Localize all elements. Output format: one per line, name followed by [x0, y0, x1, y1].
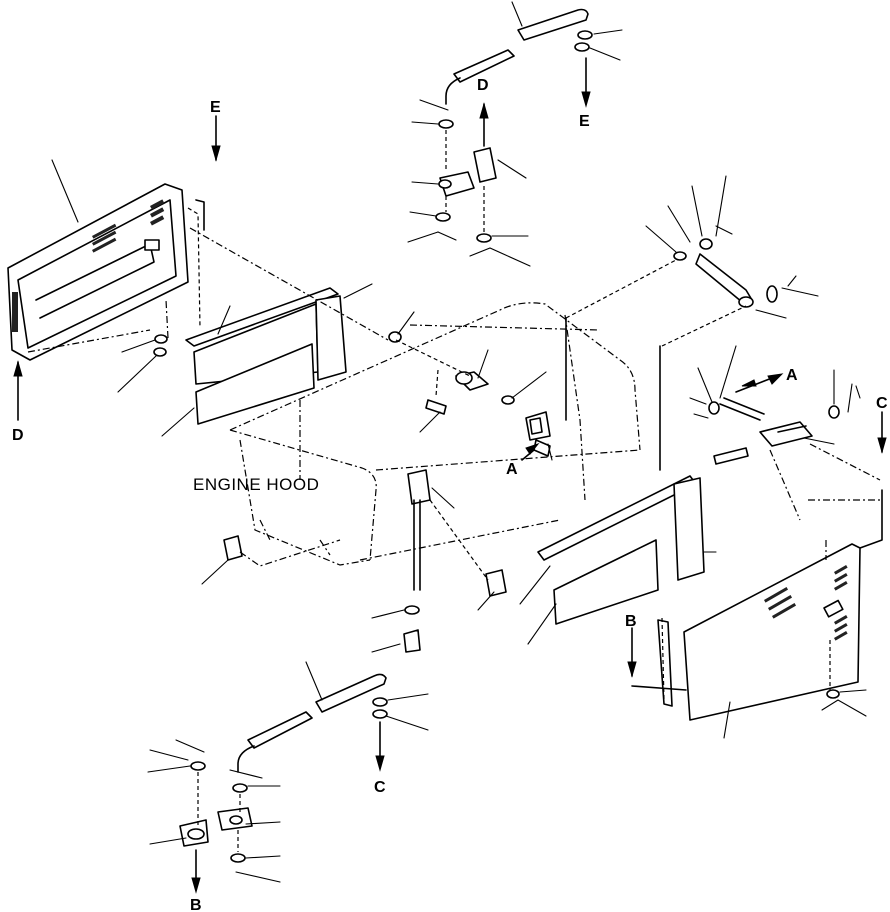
label-a-center: A: [506, 461, 518, 478]
right-door-vents: [763, 565, 848, 641]
top-link-rod: [445, 1, 589, 105]
front-latch: [371, 469, 507, 653]
right-latch: [521, 345, 881, 521]
left-clip: [201, 535, 341, 585]
left-seals: [161, 227, 389, 437]
left-side-door: [7, 159, 205, 361]
right-side-door: [631, 540, 867, 739]
label-c-bottom: C: [374, 779, 386, 796]
label-b-bottom: B: [190, 897, 202, 912]
right-door-arrows: [627, 411, 887, 678]
label-d-top: D: [477, 77, 489, 94]
label-d-left: D: [12, 427, 24, 444]
label-e-top: E: [579, 113, 590, 130]
label-b-right: B: [625, 613, 637, 630]
right-hinge-rod: [565, 175, 819, 471]
right-seals: [519, 475, 717, 645]
center-fasteners: [388, 311, 553, 461]
engine-hood-label: ENGINE HOOD: [193, 475, 319, 494]
engine-hood-outline: [229, 302, 641, 566]
bottom-link-rod: [237, 661, 429, 773]
left-door-vents: [12, 199, 165, 332]
label-c-right: C: [876, 395, 888, 412]
left-door-arrows: [13, 115, 221, 421]
label-e-left: E: [210, 99, 221, 116]
top-rod-fasteners: [574, 29, 623, 108]
top-hinge-stack: [407, 99, 531, 267]
label-a-right: A: [786, 367, 798, 384]
callout-labels: ENGINE HOOD E D D E A A C B C B: [12, 77, 888, 912]
left-door-fasteners: [27, 299, 169, 393]
bottom-hinge-stack: [147, 739, 281, 894]
